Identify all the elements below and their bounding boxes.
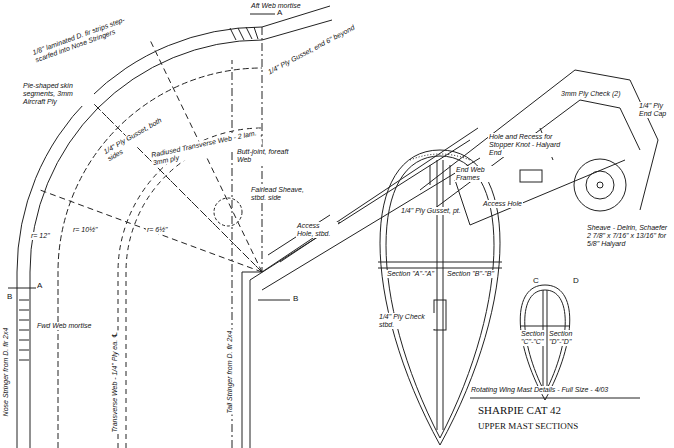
callout-note: 1/4" Ply End Cap	[638, 102, 674, 118]
callout-note: Pie-shaped skin segments, 3mm Aircraft P…	[22, 82, 94, 106]
callout-note: Access Hole, stbd.	[296, 222, 338, 238]
callout-note: r= 12"	[30, 232, 51, 240]
callout-note: Fairlead Sheave, stbd. side	[250, 186, 312, 202]
callout-note: Section "C"-"C"	[520, 330, 546, 346]
callout-note: Butt-joint, foreaft Web	[236, 148, 298, 164]
section-marker: C	[532, 276, 540, 285]
callout-note: Section "B"-"B"	[446, 270, 495, 278]
callout-note: Transverse Web - 1/4" Ply ea. ℄	[111, 331, 119, 434]
callout-note: 3mm Ply Check (2)	[560, 90, 622, 98]
masthead-detail	[420, 70, 658, 225]
callout-note: Tail Stringer from D. fir 2x4	[226, 330, 234, 415]
section-marker: A	[276, 8, 283, 17]
callout-note: Access Hole	[482, 200, 523, 208]
callout-note: Hole and Recess for Stopper Knot - Halya…	[488, 133, 570, 157]
callout-note: 1/4" Ply Gusset, end 6" beyond	[266, 23, 357, 76]
mast-head-curve	[8, 6, 480, 448]
section-marker: B	[6, 292, 13, 301]
callout-note: 1/8" laminated D. fir strips step-scarfe…	[31, 11, 142, 64]
callout-note: r= 10½"	[72, 226, 98, 234]
title-underline	[470, 398, 640, 399]
callout-note: Nose Stringer from D. fir 2x4	[2, 327, 10, 418]
callout-note: Section "A"-"A"	[386, 270, 435, 278]
callout-note: Rotating Wing Mast Details - Full Size -…	[470, 386, 609, 394]
section-a-b	[378, 150, 502, 445]
section-marker: A	[36, 281, 43, 290]
callout-note: Sheave - Delrin, Schaefer 2 7/8" x 7/16"…	[586, 224, 672, 248]
callout-note: Section "D"-"D"	[548, 330, 574, 346]
section-marker: B	[292, 294, 299, 303]
callout-note: 1/4" Ply Check stbd.	[378, 313, 435, 329]
callout-note: End Web Frames	[455, 166, 507, 182]
callout-note: Fwd Web mortise	[36, 322, 92, 330]
drawing-title: SHARPIE CAT 42	[478, 404, 561, 416]
section-marker: D	[572, 276, 580, 285]
callout-note: r= 6½"	[146, 226, 169, 234]
drawing-caption: UPPER MAST SECTIONS	[478, 421, 578, 431]
callout-note: 1/4" Ply Gusset, pt.	[400, 207, 462, 215]
